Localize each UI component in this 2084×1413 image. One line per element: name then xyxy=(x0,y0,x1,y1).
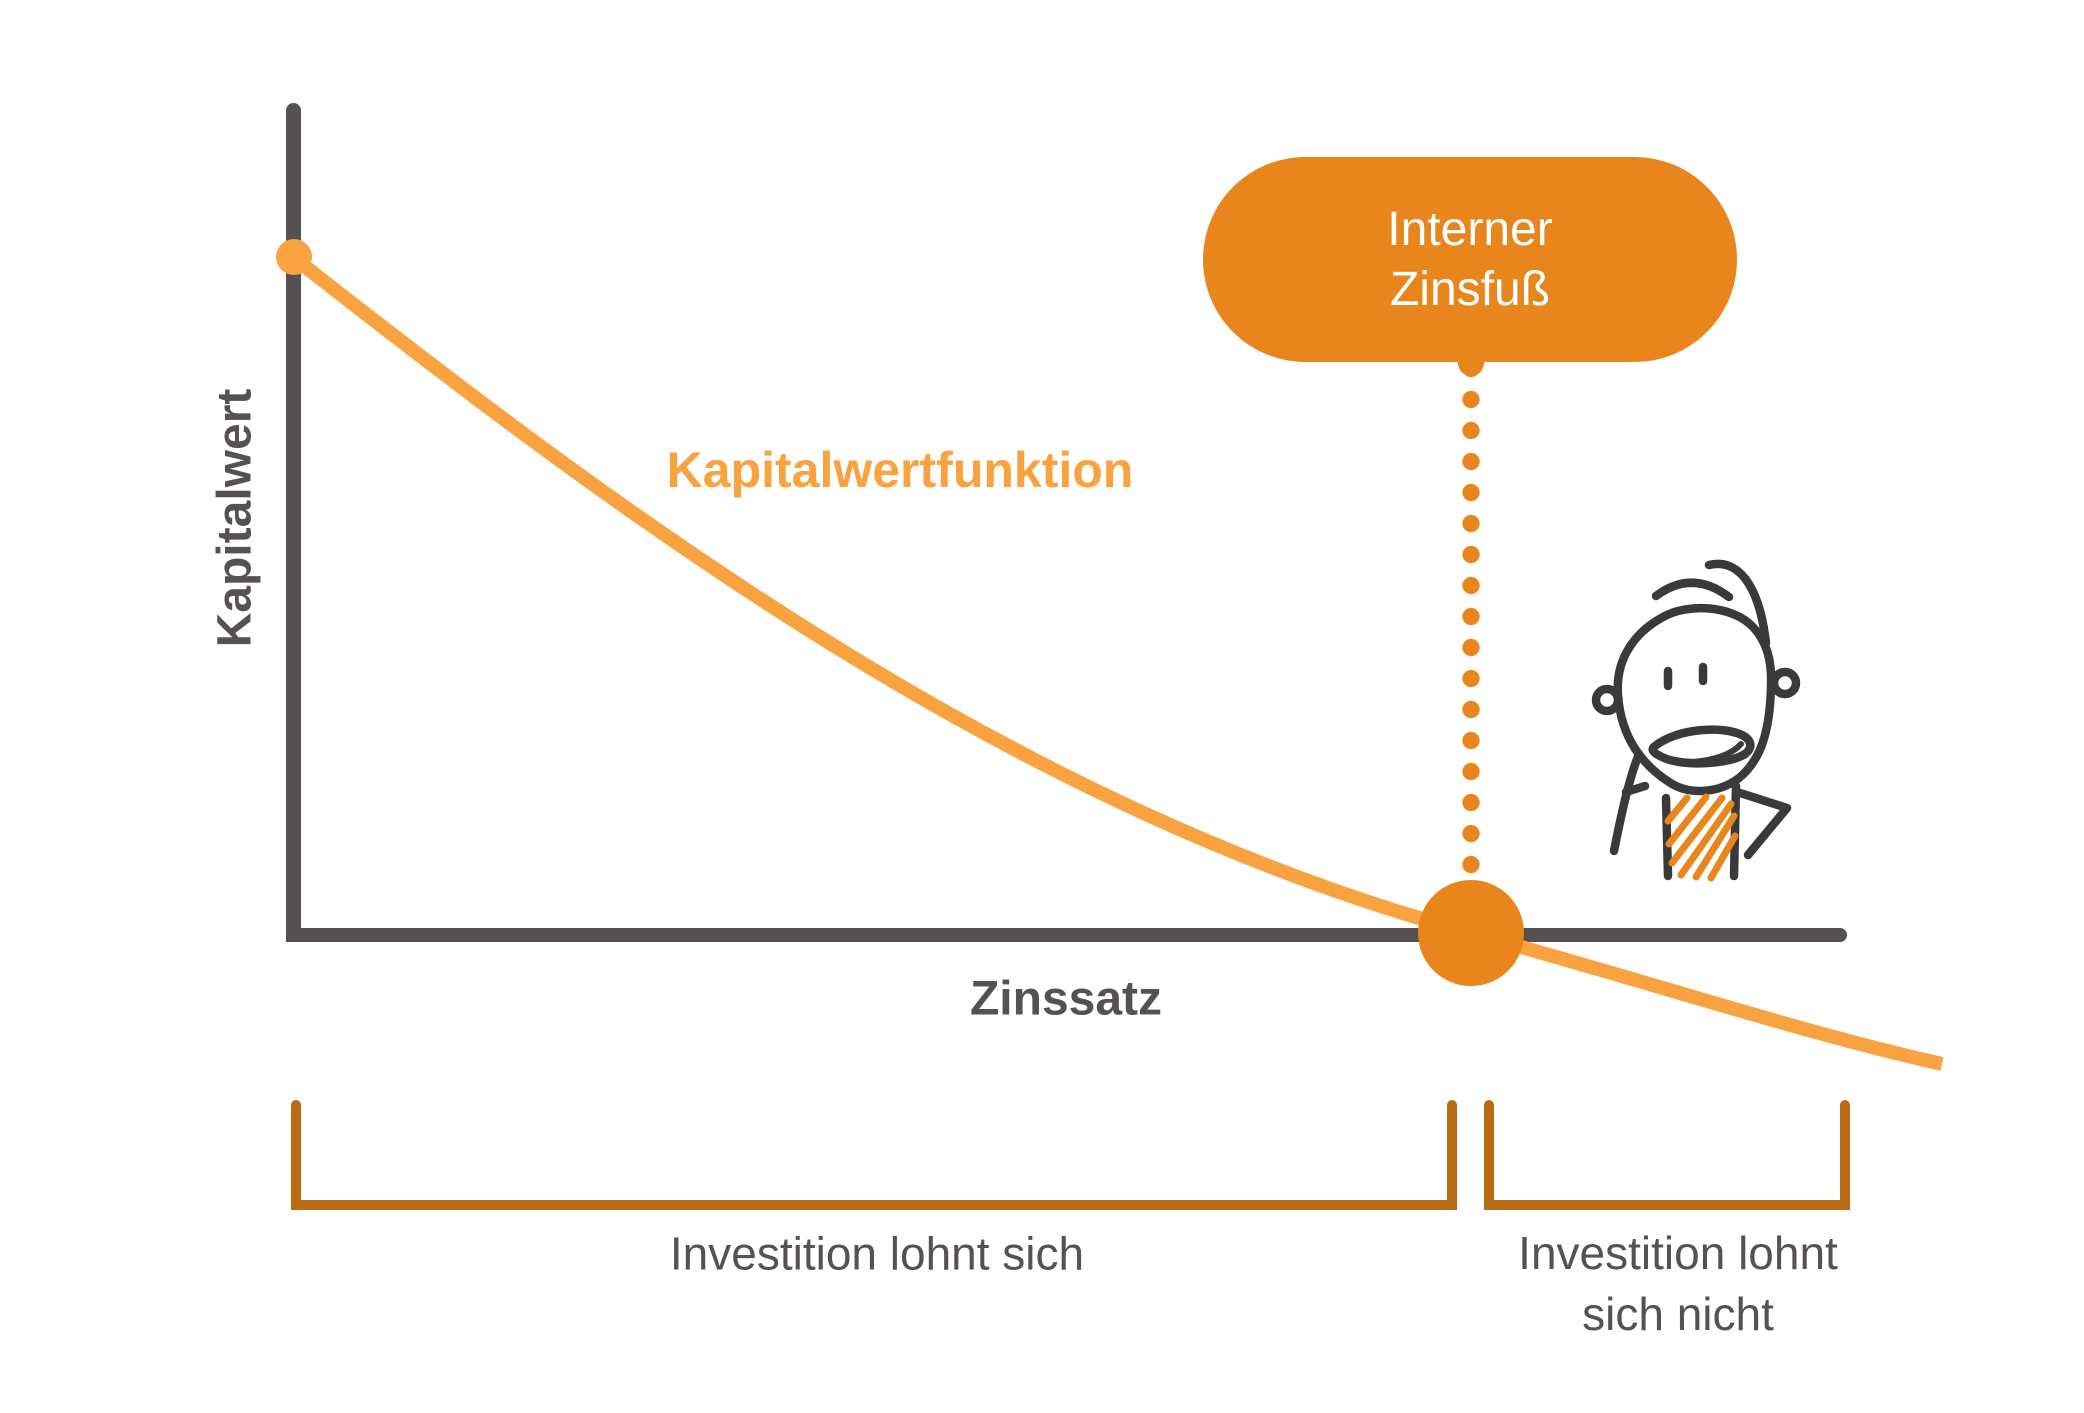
x-axis-label: Zinssatz xyxy=(969,972,1163,1026)
irr-intersection-dot xyxy=(1418,880,1524,986)
torso-scribble-icon xyxy=(1664,793,1739,882)
right-arm-icon xyxy=(1732,787,1792,860)
y-axis-label: Kapitalwert xyxy=(208,388,262,648)
ear-right-icon xyxy=(1769,667,1801,699)
region-label-right: Investition lohnt sich nicht xyxy=(1518,1223,1838,1345)
curve-label: Kapitalwertfunktion xyxy=(666,442,1134,498)
bracket-right xyxy=(1484,1100,1850,1210)
left-elbow-icon xyxy=(1621,781,1650,797)
region-label-left: Investition lohnt sich xyxy=(669,1227,1085,1280)
y-axis-line xyxy=(286,103,301,942)
bracket-left xyxy=(291,1100,1457,1210)
region-label-right-line2: sich nicht xyxy=(1582,1288,1774,1340)
torso-left-edge-icon xyxy=(1661,793,1673,881)
left-arm-icon xyxy=(1609,749,1644,856)
mouth-inner-line-icon xyxy=(1690,741,1744,765)
hair-swoosh-icon xyxy=(1704,559,1771,648)
irr-callout-line1: Interner xyxy=(1387,202,1553,256)
curve-start-dot xyxy=(276,239,312,275)
region-label-right-line1: Investition lohnt xyxy=(1518,1227,1838,1279)
irr-callout-line2: Zinsfuß xyxy=(1389,262,1551,316)
hair-arc-icon xyxy=(1651,578,1734,602)
worried-stickman-illustration xyxy=(1591,559,1801,882)
torso-right-edge-icon xyxy=(1729,781,1741,881)
irr-dotted-line xyxy=(1462,353,1480,884)
irr-callout-pill: Interner Zinsfuß xyxy=(1203,157,1737,362)
npv-curve xyxy=(288,251,1944,1071)
